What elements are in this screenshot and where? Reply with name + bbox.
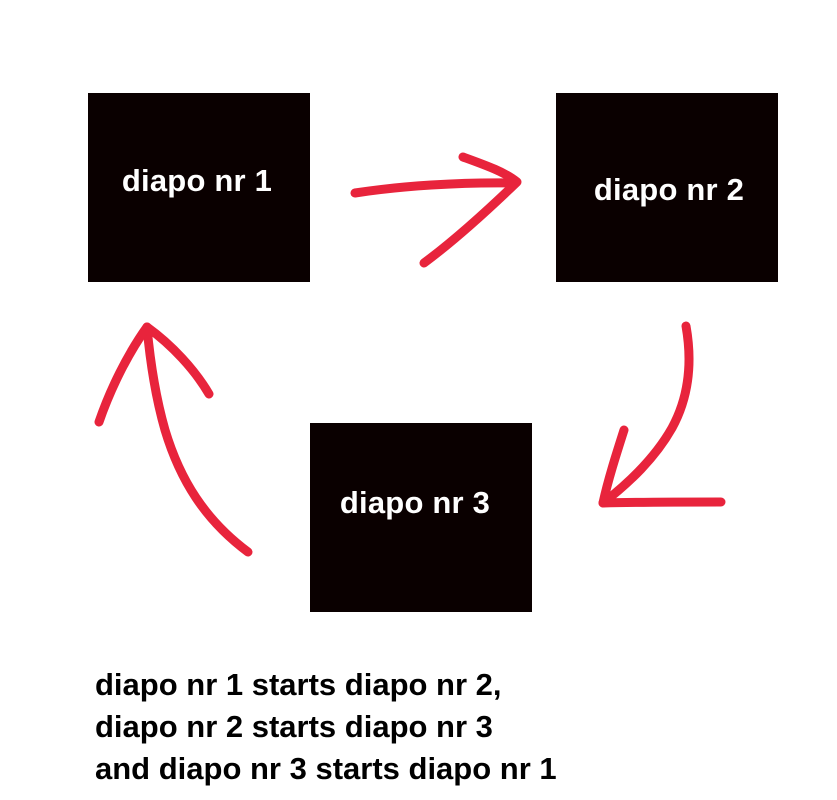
slide-box-1: diapo nr 1 bbox=[88, 93, 310, 282]
slide-box-2: diapo nr 2 bbox=[556, 93, 778, 282]
slide-label-2: diapo nr 2 bbox=[593, 171, 745, 207]
caption: diapo nr 1 starts diapo nr 2, diapo nr 2… bbox=[95, 664, 815, 790]
arrow-3-to-1-head bbox=[94, 322, 214, 427]
arrow-1-to-2-shaft bbox=[350, 178, 520, 198]
slide-box-3: diapo nr 3 bbox=[310, 423, 532, 612]
arrow-2-to-3-shaft bbox=[598, 321, 694, 508]
caption-line-2: diapo nr 2 starts diapo nr 3 bbox=[95, 709, 493, 744]
arrow-3-to-1 bbox=[94, 322, 253, 557]
arrow-3-to-1-shaft bbox=[142, 322, 253, 557]
arrow-1-to-2-head bbox=[419, 152, 522, 268]
arrow-2-to-3-head bbox=[598, 425, 726, 508]
slide-label-3: diapo nr 3 bbox=[339, 484, 491, 520]
arrow-2-to-3 bbox=[598, 321, 726, 508]
arrow-1-to-2 bbox=[350, 152, 522, 268]
slide-label-1: diapo nr 1 bbox=[121, 162, 273, 198]
caption-line-1: diapo nr 1 starts diapo nr 2, bbox=[95, 667, 502, 702]
caption-line-3: and diapo nr 3 starts diapo nr 1 bbox=[95, 751, 557, 786]
